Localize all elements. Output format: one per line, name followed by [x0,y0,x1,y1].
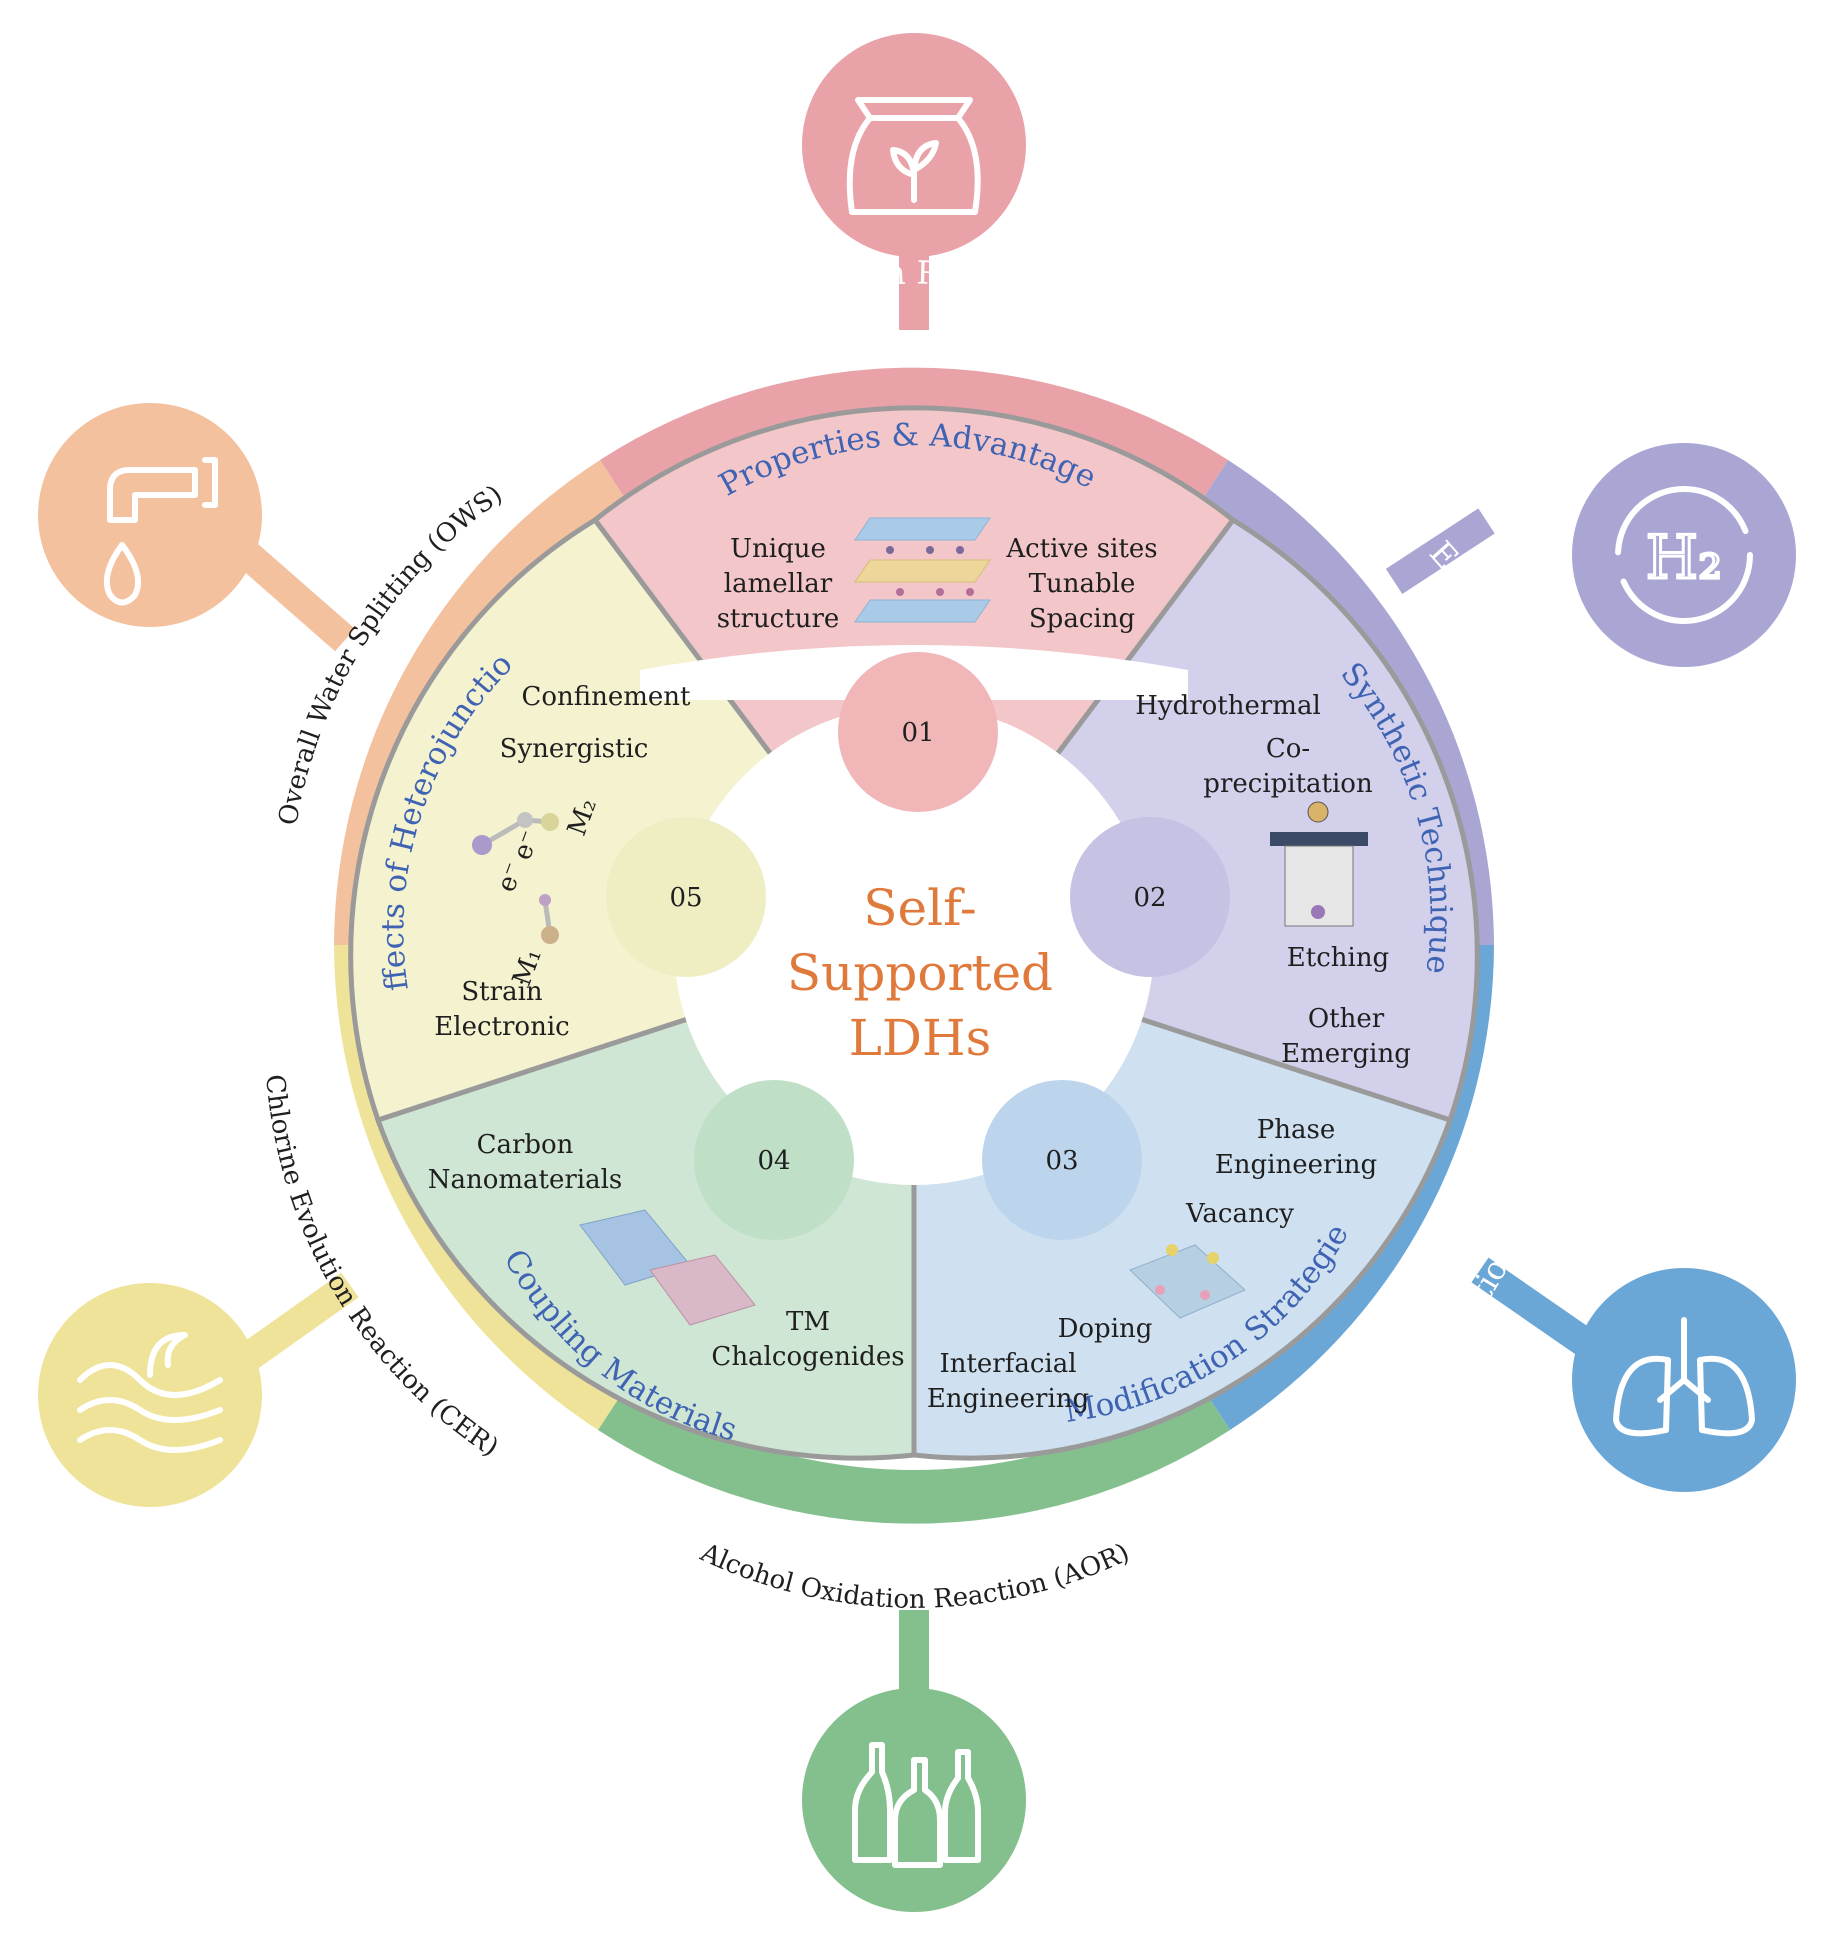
lungs-icon [1572,1268,1796,1492]
s03-item: Phase [1257,1115,1335,1145]
s01-left-text: structure [717,604,840,634]
section-number-05: 05 [669,883,702,913]
center-line-2: Supported [787,944,1053,1002]
bubble-03: 03 [982,1080,1142,1240]
s05-item: Strain [461,977,543,1007]
bubble-01: 01 [838,652,998,812]
lattice-illustration [1129,1244,1246,1319]
s02-item: Etching [1287,943,1389,973]
bubble-05: 05 [606,817,766,977]
s02-item: Other [1308,1004,1385,1034]
coupled-lattice-illustration [579,1209,756,1326]
waves-icon [38,1283,262,1507]
center-line-3: LDHs [849,1009,992,1067]
fertilizer-bag-icon [802,33,1026,257]
s04-item: TM [786,1307,830,1337]
section-03-content: Phase Engineering Vacancy Doping Interfa… [927,1115,1377,1414]
s04-item: Nanomaterials [428,1165,623,1195]
s03-item: Interfacial [939,1349,1076,1379]
bubble-02: 02 [1070,817,1230,977]
s01-right-text: Active sites [1005,534,1157,564]
section-number-01: 01 [901,718,934,748]
section-01-content: Unique lamellar structure Active sites T… [717,517,1158,634]
s01-left-text: lamellar [724,569,833,599]
s05-item: Electronic [434,1012,569,1042]
section-02-content: Hydrothermal Co- precipitation Etching O… [1135,691,1411,1069]
s04-item: Carbon [477,1130,574,1160]
ring-label-aor: Alcohol Oxidation Reaction (AOR) [695,1537,1134,1615]
h2-cycle-icon: H₂ [1572,443,1796,667]
s01-left-text: Unique [730,534,826,564]
s01-right-text: Tunable [1029,569,1136,599]
center-line-1: Self- [863,879,976,937]
s03-item: Vacancy [1185,1199,1294,1229]
s03-item: Engineering [1215,1150,1377,1180]
s03-item: Doping [1058,1314,1153,1344]
s02-item: precipitation [1203,769,1373,799]
center-title: Self- Supported LDHs [787,879,1053,1067]
s01-right-text: Spacing [1029,604,1135,634]
faucet-drop-icon [38,403,262,627]
svg-text:H₂: H₂ [1646,523,1722,593]
s02-item: Emerging [1281,1039,1411,1069]
bottles-icon [802,1688,1026,1912]
section-number-02: 02 [1133,883,1166,913]
s02-item: Hydrothermal [1135,691,1321,721]
s05-item: Synergistic [500,734,649,764]
section-04-content: Carbon Nanomaterials TM Chalcogenides [428,1130,905,1372]
autoclave-illustration [1270,801,1368,927]
section-number-03: 03 [1045,1146,1078,1176]
s04-item: Chalcogenides [711,1342,904,1372]
section-number-04: 04 [757,1146,790,1176]
layered-structure-illustration [854,517,991,623]
bubble-04: 04 [694,1080,854,1240]
s02-item: Co- [1266,734,1310,764]
s03-item: Engineering [927,1384,1089,1414]
s05-item: Confinement [522,682,692,712]
